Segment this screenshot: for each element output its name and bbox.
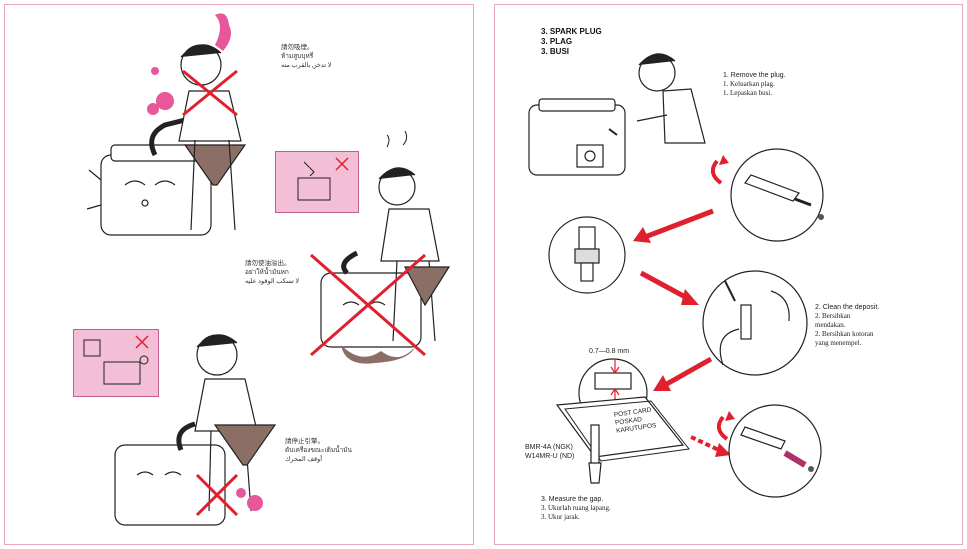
wrench-circle-illustration xyxy=(710,148,824,242)
warning-line: 請勿吸煙。 xyxy=(281,44,314,51)
step-line: 1. Remove the plug. xyxy=(723,72,786,79)
warning-line: ดับเครื่องขณะเติมน้ำมัน xyxy=(285,447,352,454)
step-line: 2. Clean the deposit. xyxy=(815,304,880,311)
spark-plug-circle-illustration xyxy=(548,216,626,294)
warning-line: لا تسكب الوقود عليه xyxy=(245,278,300,285)
gap-measure-illustration xyxy=(555,358,690,484)
section-heading: 3. SPARK PLUG 3. PLAG 3. BUSI xyxy=(541,27,602,57)
plug-model-list: BMR-4A (NGK) W14MR-U (ND) xyxy=(525,443,574,461)
inset-running-engine-panel xyxy=(73,329,159,397)
step-remove-plug: 1. Remove the plug. 1. Keluarkan plag. 1… xyxy=(723,71,786,98)
step-line: mendakan. xyxy=(815,321,846,329)
warning-line: อย่าให้น้ำมันหก xyxy=(245,269,289,276)
warning-no-spill: 請勿使油溢出。 อย่าให้น้ำมันหก لا تسكب الوقود ع… xyxy=(245,259,299,286)
reinstall-circle-illustration xyxy=(716,404,822,498)
step-line: 2. Bersihkan kotoran xyxy=(815,330,874,338)
engine-hot-icon xyxy=(297,157,349,201)
heading-line: 3. BUSI xyxy=(541,47,570,56)
flow-arrows xyxy=(633,208,731,457)
running-engine-refuel-illustration xyxy=(114,334,277,526)
plug-model: W14MR-U (ND) xyxy=(525,453,575,460)
step-line: 3. Ukurlah ruang lapang. xyxy=(541,504,611,512)
warning-line: لا تدخن بالقرب منه xyxy=(281,62,332,69)
step-line: 3. Measure the gap. xyxy=(541,496,604,503)
cleaning-circle-illustration xyxy=(702,270,808,376)
step-line: 2. Bersihkan xyxy=(815,312,851,320)
remove-plug-illustration xyxy=(528,53,706,176)
step-line: yang menempel. xyxy=(815,339,862,347)
warning-line: ห้ามสูบบุหรี่ xyxy=(281,53,314,60)
step-line: 1. Keluarkan plag. xyxy=(723,80,775,88)
heading-line: 3. SPARK PLUG xyxy=(541,27,602,36)
warning-line: 請勿使油溢出。 xyxy=(245,260,291,267)
spilling-fuel-illustration xyxy=(310,130,451,364)
warning-stop-engine: 請停止引擎。 ดับเครื่องขณะเติมน้ำมัน أوقف المح… xyxy=(285,437,352,464)
warning-line: 請停止引擎。 xyxy=(285,438,324,445)
warning-no-smoking: 請勿吸煙。 ห้ามสูบบุหรี่ لا تدخن بالقرب منه xyxy=(281,43,331,70)
step-clean-deposit: 2. Clean the deposit. 2. Bersihkan menda… xyxy=(815,303,879,348)
step-line: 1. Lepaskan busi. xyxy=(723,89,772,97)
step-line: 3. Ukur jarak. xyxy=(541,513,580,521)
warning-line: أوقف المحرك xyxy=(285,456,323,463)
gap-label: 0.7—0.8 mm xyxy=(589,348,630,355)
smoking-refuel-illustration xyxy=(86,13,247,236)
running-engine-icon xyxy=(83,335,149,385)
inset-engine-hot-panel xyxy=(275,151,359,213)
plug-model: BMR-4A (NGK) xyxy=(525,444,573,451)
step-measure-gap: 3. Measure the gap. 3. Ukurlah ruang lap… xyxy=(541,495,611,522)
left-manual-page: 請勿吸煙。 ห้ามสูบบุหรี่ لا تدخن بالقرب منه 請… xyxy=(4,4,474,545)
heading-line: 3. PLAG xyxy=(541,37,573,46)
right-manual-page: 3. SPARK PLUG 3. PLAG 3. BUSI 1. Remove … xyxy=(494,4,963,545)
